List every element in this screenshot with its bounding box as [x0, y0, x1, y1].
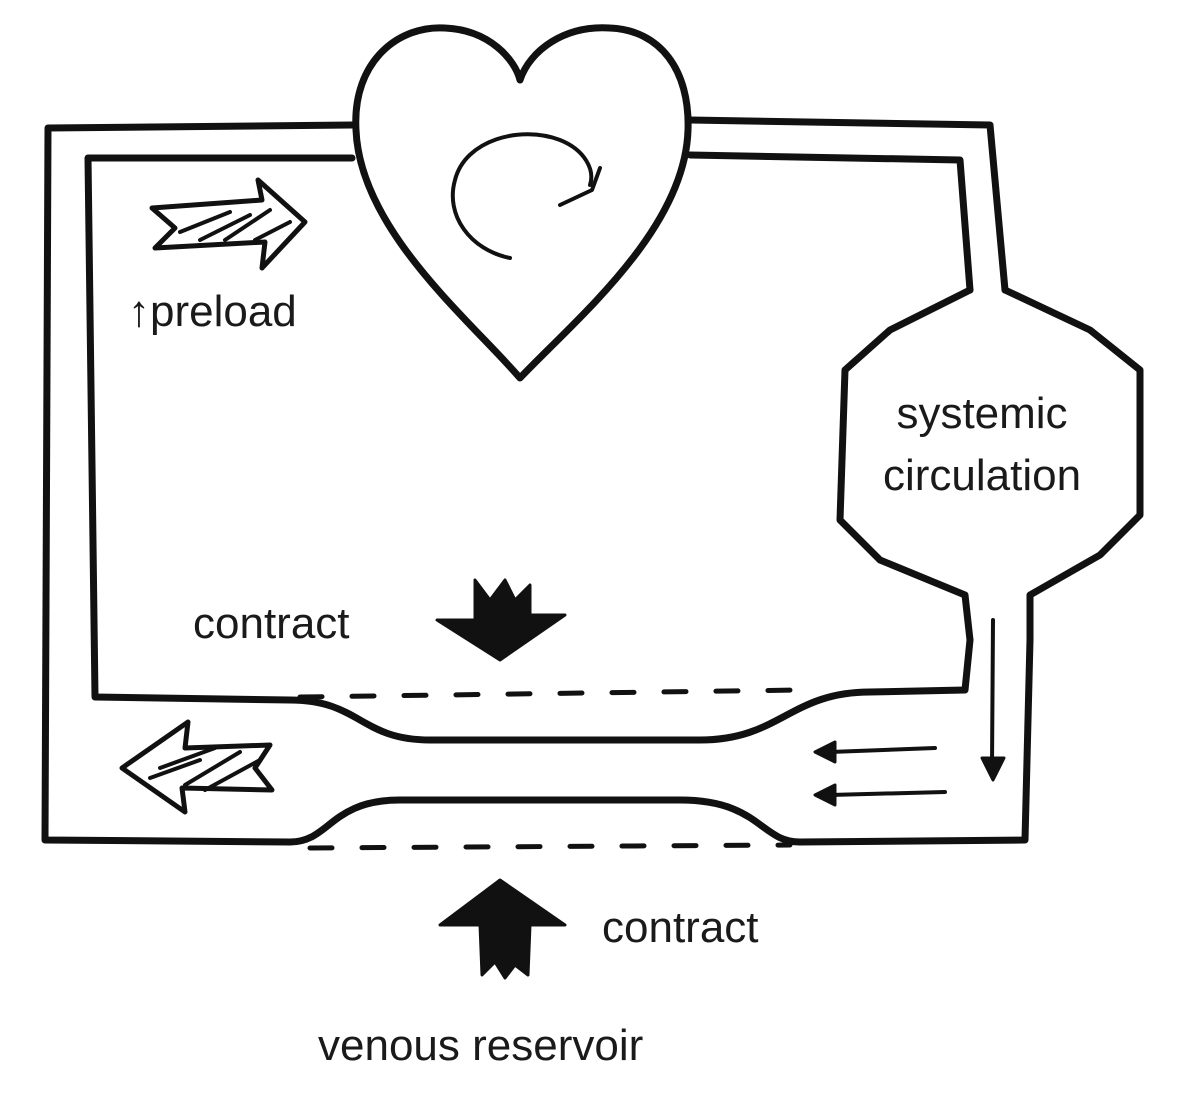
- venous-outflow-arrow-hatch-icon: [148, 746, 262, 792]
- outer-loop-line: [41, 121, 356, 846]
- systemic-circulation-chamber: [836, 286, 974, 644]
- outflow-inner-line: [686, 151, 974, 294]
- return-inner-line: [866, 636, 974, 696]
- systemic-label-line1: systemic: [896, 389, 1067, 438]
- pump-rotation-arrow-icon: [450, 132, 594, 260]
- systemic-circulation-chamber-right: [1001, 286, 1144, 644]
- venous-reservoir-label: venous reservoir: [318, 1021, 643, 1070]
- venous-vessel-bottom: [286, 796, 804, 846]
- contract-bottom-label: contract: [602, 903, 759, 952]
- systemic-drain-arrowhead-icon: [980, 756, 1006, 782]
- dashed-bottom-outline: [307, 842, 793, 851]
- pump-rotation-arrowhead-icon: [558, 166, 602, 207]
- outflow-outer-line: [686, 116, 1009, 294]
- inflow-arrowhead-upper-icon: [813, 740, 837, 764]
- contract-top-label: contract: [193, 599, 350, 648]
- preload-label: ↑preload: [128, 287, 297, 336]
- venous-vessel-top: [286, 688, 874, 744]
- contract-down-arrow-icon: [435, 578, 567, 662]
- dashed-top-outline: [297, 687, 803, 700]
- systemic-drain-arrow-icon: [990, 618, 995, 767]
- inflow-arrowhead-lower-icon: [813, 783, 837, 807]
- inner-loop-line: [84, 154, 356, 704]
- contract-up-arrow-icon: [438, 878, 567, 980]
- venous-outflow-arrow-icon: [119, 719, 275, 815]
- return-outer-line: [796, 636, 1034, 846]
- inflow-arrow-lower-icon: [828, 790, 947, 797]
- preload-arrow-hatch-icon: [178, 208, 292, 242]
- heart-icon: [352, 24, 692, 382]
- inflow-arrow-upper-icon: [828, 746, 937, 754]
- systemic-label-line2: circulation: [883, 451, 1081, 500]
